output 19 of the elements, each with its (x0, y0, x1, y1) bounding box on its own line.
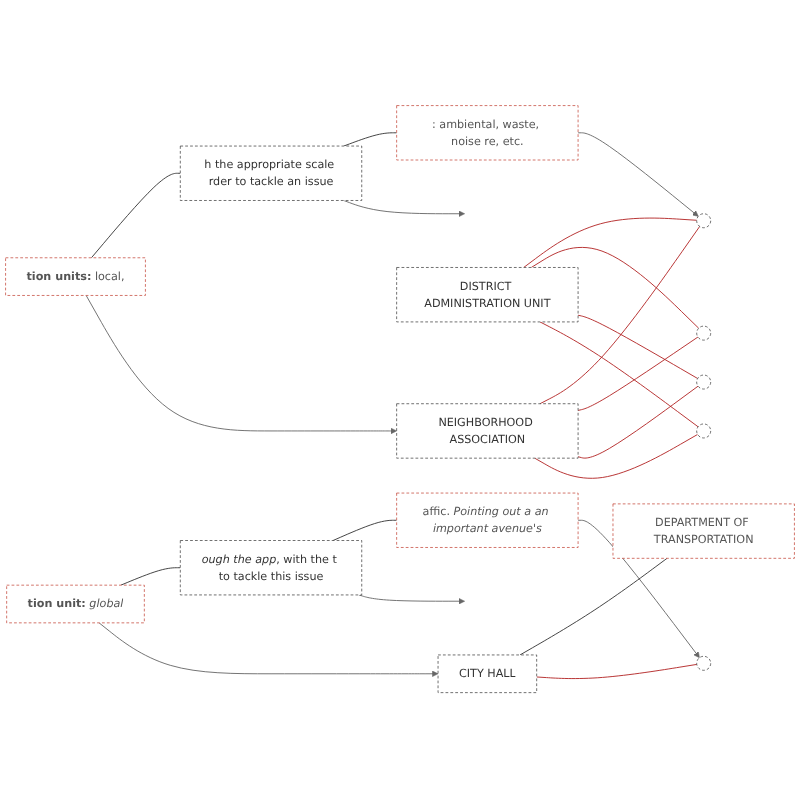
node-circle (696, 214, 712, 229)
connector (343, 133, 398, 148)
connector (530, 247, 700, 330)
connector (539, 226, 701, 406)
node-circle (696, 375, 712, 391)
connector (536, 664, 698, 680)
node-circle (696, 424, 712, 440)
connector (523, 218, 698, 269)
connector (332, 520, 398, 542)
connector (577, 386, 699, 460)
connector (519, 558, 668, 657)
node-circle (696, 656, 712, 672)
connector (534, 434, 699, 480)
node-circle (696, 326, 712, 342)
connector (120, 568, 181, 587)
connector (577, 337, 699, 412)
connector (90, 173, 181, 260)
connector (539, 322, 699, 429)
connector (577, 315, 699, 380)
